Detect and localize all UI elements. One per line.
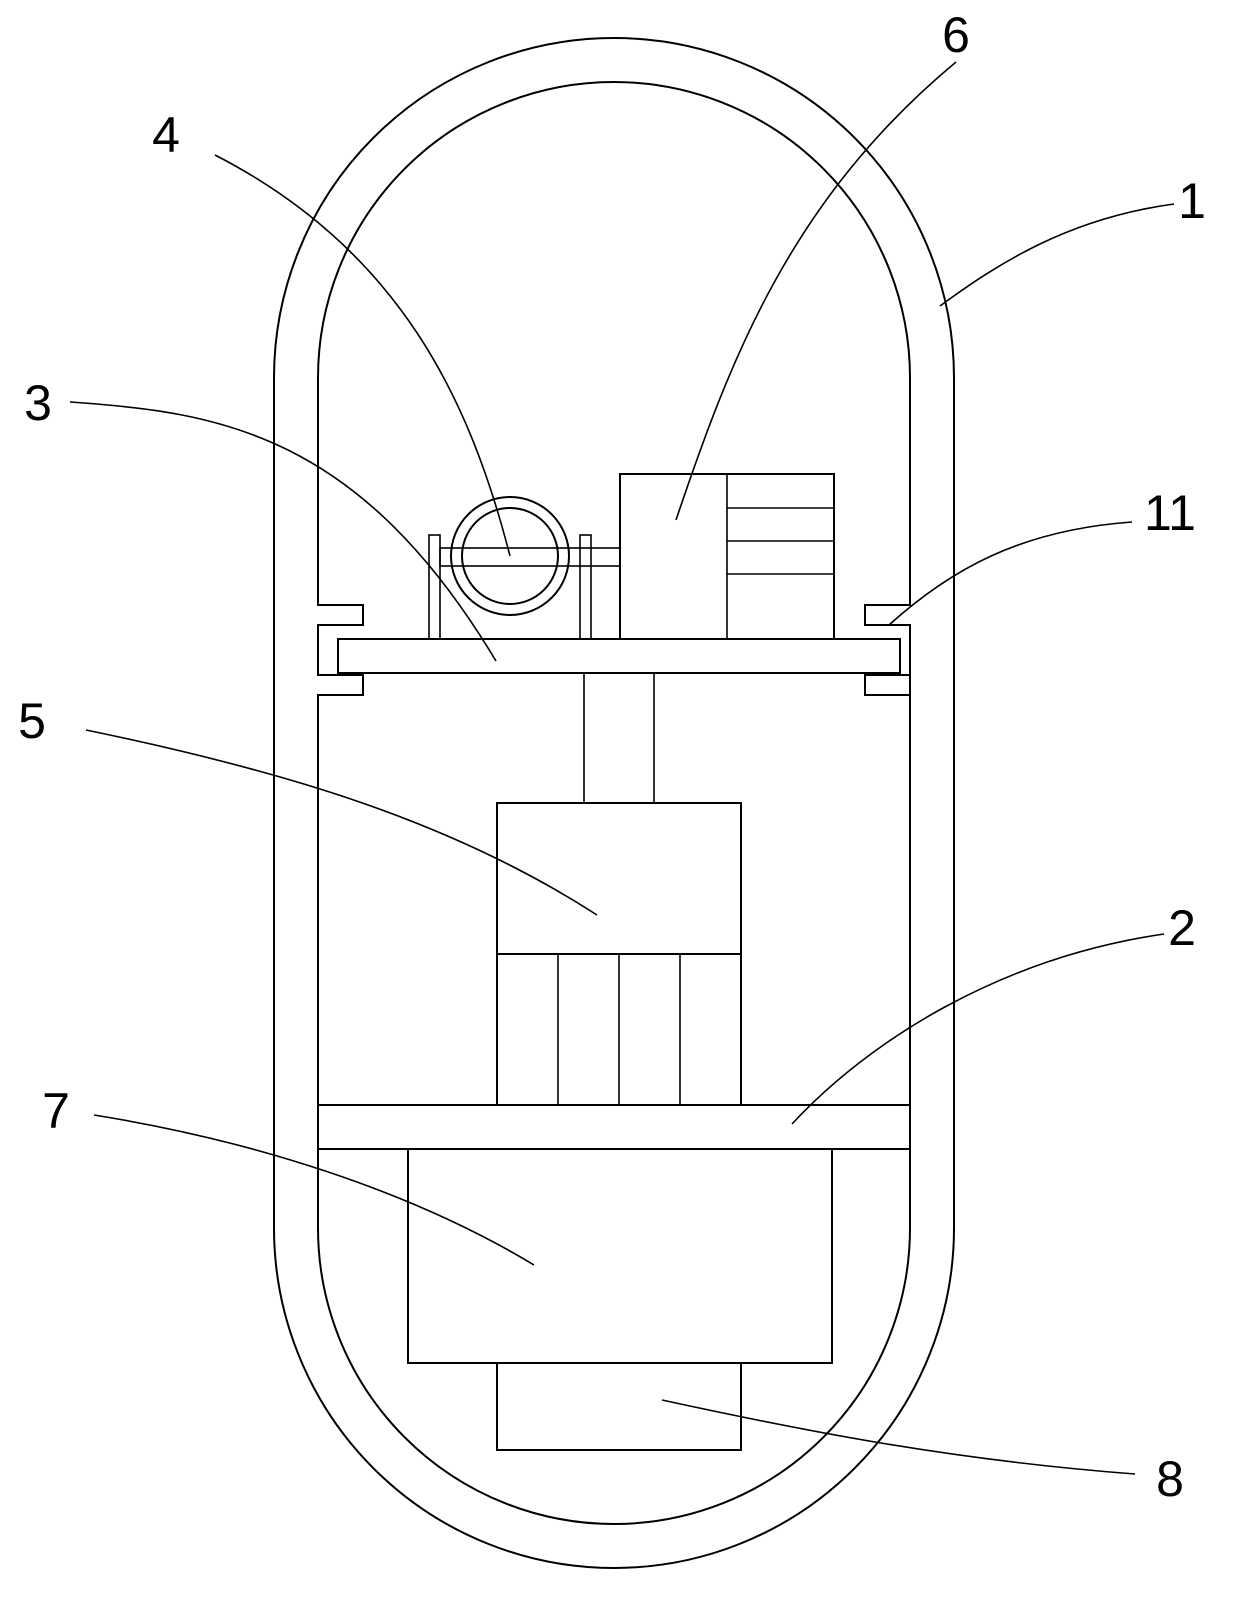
leader-line-11 — [889, 522, 1132, 625]
callout-label-7: 7 — [42, 1083, 70, 1139]
callout-label-3: 3 — [24, 375, 52, 431]
callout-label-8: 8 — [1156, 1451, 1184, 1507]
callout-label-2: 2 — [1168, 900, 1196, 956]
callout-label-6: 6 — [942, 7, 970, 63]
upper-mounting-plate — [338, 639, 900, 673]
callout-label-5: 5 — [18, 693, 46, 749]
lower-unit-housing — [408, 1149, 832, 1363]
lower-partition-plate — [318, 1105, 910, 1149]
motor-bracket-right — [580, 535, 591, 639]
leader-line-1 — [940, 204, 1174, 306]
leader-line-4 — [215, 155, 510, 556]
bottom-module — [497, 1363, 741, 1450]
actuator-block — [497, 803, 741, 1105]
control-box — [620, 474, 834, 639]
leader-line-5 — [86, 730, 597, 915]
callout-label-4: 4 — [152, 107, 180, 163]
motor-shaft — [440, 548, 620, 566]
vertical-support-column — [584, 673, 654, 803]
callout-label-11: 11 — [1144, 485, 1196, 541]
leader-line-3 — [70, 402, 496, 661]
leader-line-2 — [792, 934, 1164, 1124]
motor-bracket-left — [429, 535, 440, 639]
leader-line-6 — [676, 62, 956, 520]
leader-line-7 — [94, 1115, 534, 1265]
callout-label-1: 1 — [1178, 173, 1206, 229]
leader-line-8 — [662, 1400, 1135, 1474]
motor-assembly — [429, 497, 620, 639]
